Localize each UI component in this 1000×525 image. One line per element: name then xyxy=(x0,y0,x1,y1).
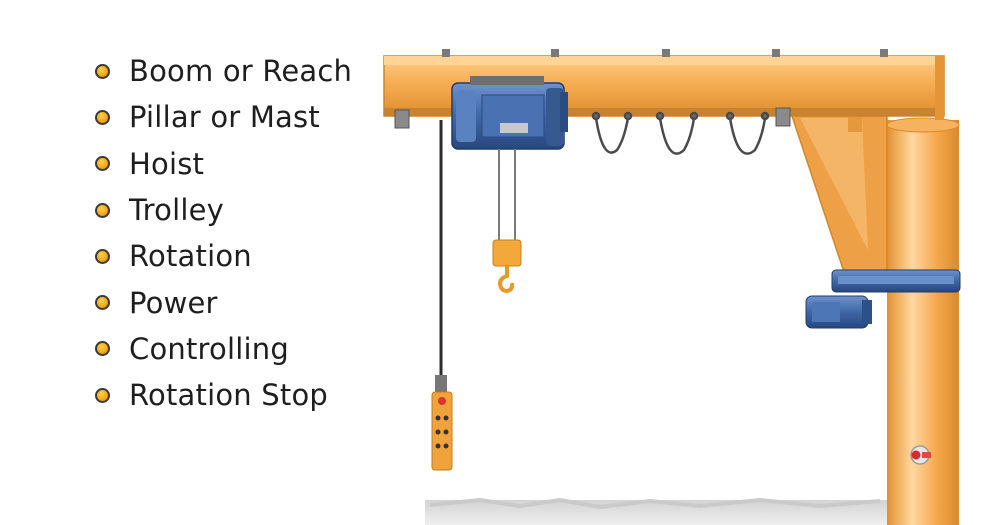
feature-label: Rotation Stop xyxy=(129,378,329,413)
feature-label: Rotation xyxy=(129,239,252,274)
boom-support-bracket xyxy=(790,92,888,279)
bullet-dot-icon xyxy=(95,341,110,357)
crane-feature-list: Boom or Reach Pillar or Mast Hoist Troll… xyxy=(95,48,352,418)
feature-label: Pillar or Mast xyxy=(129,100,320,135)
feature-item-rotation: Rotation xyxy=(95,233,352,279)
pendant-controller xyxy=(431,120,453,471)
hoist-hook xyxy=(492,149,522,294)
rotation-slew-drive xyxy=(805,269,961,329)
feature-item-trolley: Trolley xyxy=(95,187,352,233)
rotation-stop-button xyxy=(910,445,931,465)
bullet-dot-icon xyxy=(95,109,110,125)
bullet-dot-icon xyxy=(95,248,110,264)
festoon-power-cable xyxy=(591,111,770,155)
bullet-dot-icon xyxy=(95,63,110,79)
feature-item-boom: Boom or Reach xyxy=(95,48,352,94)
end-stop-left xyxy=(394,109,410,129)
bullet-dot-icon xyxy=(95,202,110,218)
feature-label: Trolley xyxy=(129,193,224,228)
end-stop-right xyxy=(775,107,791,127)
floor-shadow xyxy=(425,497,895,525)
feature-item-hoist: Hoist xyxy=(95,141,352,187)
feature-item-controlling: Controlling xyxy=(95,326,352,372)
feature-label: Boom or Reach xyxy=(129,54,353,89)
feature-item-pillar: Pillar or Mast xyxy=(95,94,352,140)
boom-bolts xyxy=(442,49,888,57)
bullet-dot-icon xyxy=(95,295,110,311)
bullet-dot-icon xyxy=(95,156,110,172)
feature-label: Hoist xyxy=(129,146,205,181)
bullet-dot-icon xyxy=(95,387,110,403)
feature-item-power: Power xyxy=(95,279,352,325)
feature-label: Controlling xyxy=(129,331,289,366)
feature-label: Power xyxy=(129,285,218,320)
feature-item-rotation-stop: Rotation Stop xyxy=(95,372,352,418)
electric-hoist-trolley xyxy=(451,76,568,150)
